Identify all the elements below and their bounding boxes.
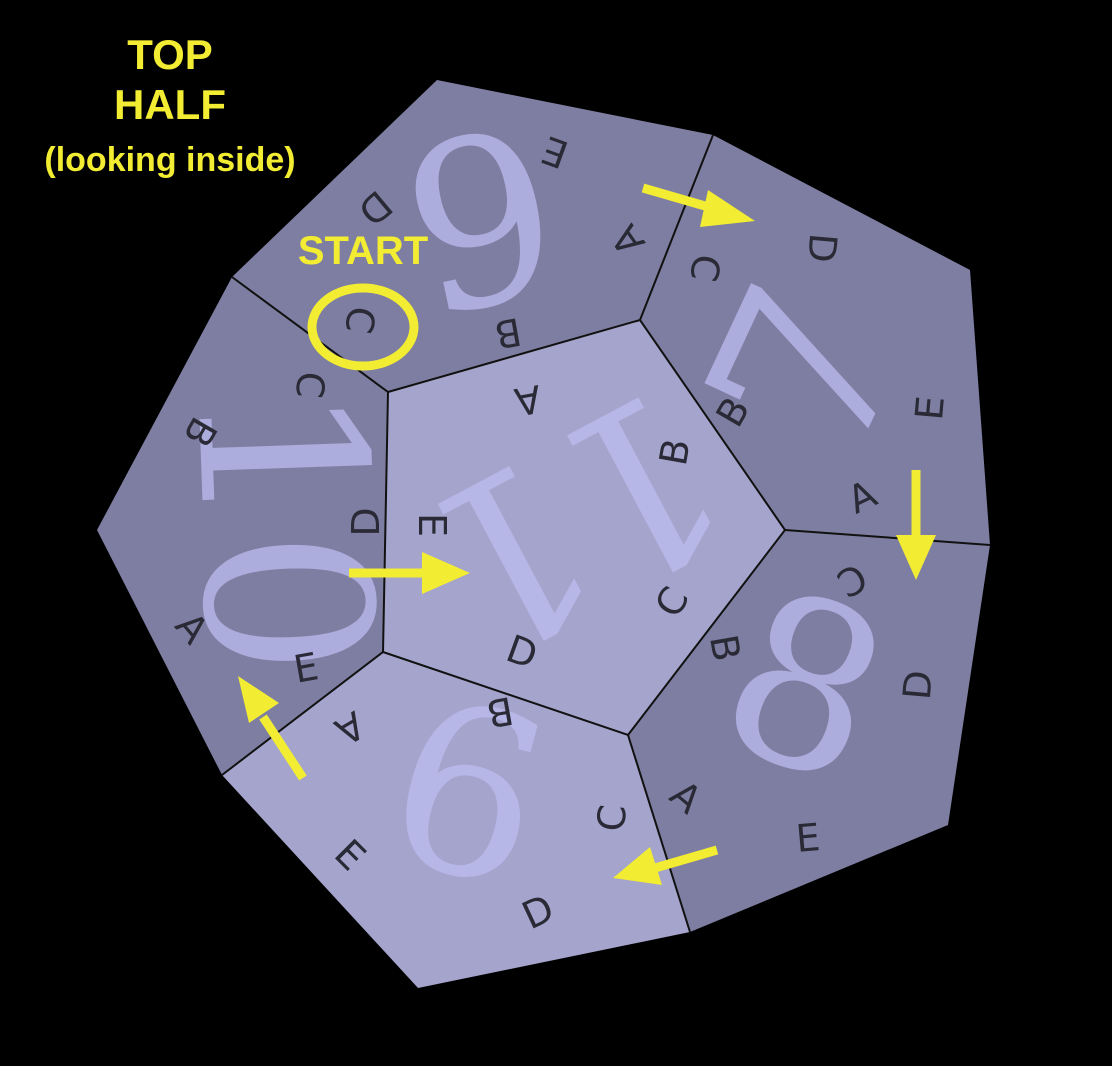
arrow-left-to-center [349, 552, 470, 594]
left-face-letter-d: D [344, 507, 388, 536]
title-line-top: TOP [127, 31, 213, 78]
arrow-top-to-right [641, 183, 755, 227]
edge-top-right [639, 134, 714, 321]
title-line-half: HALF [114, 81, 226, 128]
face-center [383, 320, 785, 735]
edge-right-lower-right [784, 529, 991, 546]
diagram-title: TOP HALF (looking inside) [0, 30, 340, 190]
face-top [232, 80, 713, 392]
left-face-letter-c: C [287, 370, 333, 400]
face-lower-right [628, 530, 990, 932]
start-circle [307, 283, 419, 371]
face-left [97, 277, 388, 775]
start-label: START [298, 229, 428, 273]
right-face-letter-d: D [799, 232, 845, 265]
face-bottom [222, 652, 690, 988]
arrow-lower-right-to-bottom [613, 845, 719, 885]
edge-bottom-left [221, 651, 384, 776]
right-face-letter-e: E [907, 394, 953, 422]
bottom-face-letter-c: C [589, 803, 635, 833]
center-face-letter-e: E [410, 513, 454, 537]
face-right [640, 135, 990, 545]
arrow-right-to-lower-right [896, 470, 936, 580]
arrow-bottom-to-left [238, 676, 307, 781]
title-line-looking-inside: (looking inside) [44, 141, 296, 179]
face-number-10-left: 10 [143, 379, 420, 681]
lower-right-face-letter-d: D [895, 669, 941, 702]
lower-right-face-letter-e: E [794, 815, 822, 861]
edge-lower-right-bottom [627, 734, 691, 933]
edges-center [381, 318, 787, 737]
